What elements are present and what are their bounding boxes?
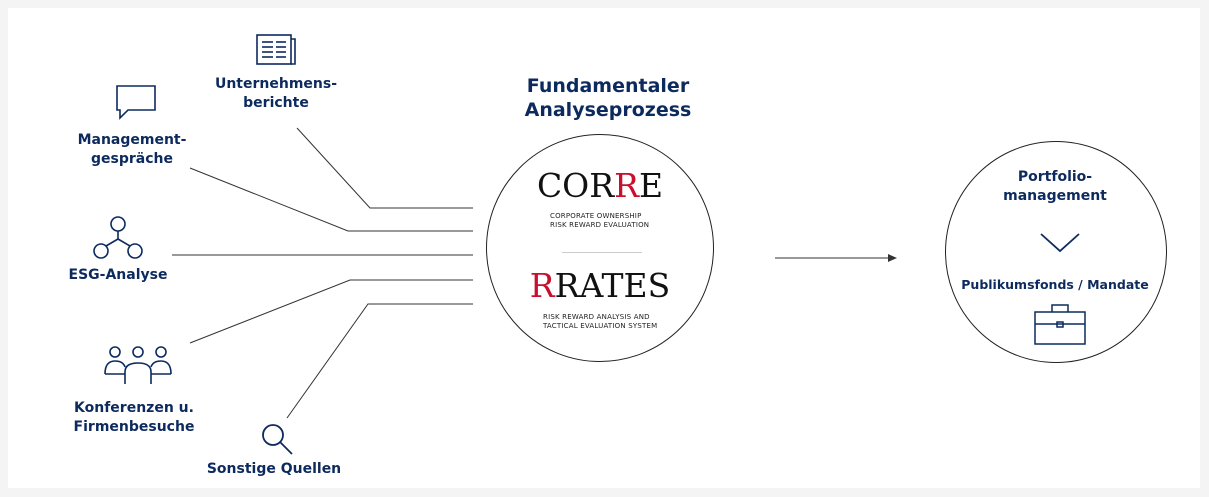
briefcase-icon — [1034, 304, 1086, 345]
line-berichte — [296, 127, 473, 209]
portfolio-heading-line-2: management — [1003, 188, 1107, 204]
label-berichte: Unternehmens- berichte — [206, 75, 346, 113]
rrates-logo-main: RATES — [554, 266, 671, 305]
label-management-line-2: gespräche — [91, 151, 173, 167]
corre-logo-red: R — [614, 166, 639, 205]
corre-logo: CORRE — [520, 168, 680, 204]
arrow-right-icon — [888, 254, 897, 262]
rrates-subtitle-line-1: RISK REWARD ANALYSIS AND — [543, 313, 650, 321]
portfolio-circle — [945, 141, 1167, 363]
esg-network-icon — [93, 216, 143, 259]
speech-bubble-icon — [116, 85, 156, 120]
label-berichte-line-2: berichte — [243, 95, 309, 111]
label-berichte-line-1: Unternehmens- — [214, 76, 338, 92]
title-line-2: Analyseprozess — [524, 99, 692, 121]
label-konferenzen-line-2: Firmenbesuche — [73, 419, 195, 435]
corre-subtitle-line-2: RISK REWARD EVALUATION — [550, 221, 650, 229]
title-line-1: Fundamentaler — [526, 75, 690, 97]
label-konferenzen-line-1: Konferenzen u. — [74, 400, 194, 416]
corre-logo-end: E — [638, 166, 664, 205]
label-management: Management- gespräche — [62, 131, 202, 169]
portfolio-subtitle: Publikumsfonds / Mandate — [961, 277, 1149, 292]
label-sonstige: Sonstige Quellen — [206, 461, 342, 477]
search-icon — [262, 424, 293, 455]
corre-logo-main: COR — [536, 166, 615, 205]
rrates-logo-red: R — [529, 266, 555, 305]
label-konferenzen: Konferenzen u. Firmenbesuche — [64, 399, 204, 437]
portfolio-heading: Portfolio- management — [995, 168, 1115, 206]
line-management — [189, 167, 473, 232]
diagram-title: Fundamentaler Analyseprozess — [503, 74, 713, 122]
portfolio-heading-line-1: Portfolio- — [1017, 169, 1093, 185]
chevron-down-icon — [1040, 233, 1080, 253]
label-esg: ESG-Analyse — [68, 267, 168, 283]
logo-divider — [562, 252, 642, 253]
corre-subtitle: CORPORATE OWNERSHIP RISK REWARD EVALUATI… — [550, 212, 649, 230]
analysis-circle — [486, 134, 714, 362]
rrates-logo: RRATES — [520, 268, 680, 304]
line-sonstige — [286, 303, 473, 419]
line-konferenzen — [189, 279, 473, 344]
people-icon — [104, 346, 172, 384]
rrates-subtitle: RISK REWARD ANALYSIS AND TACTICAL EVALUA… — [543, 313, 657, 331]
rrates-subtitle-line-2: TACTICAL EVALUATION SYSTEM — [543, 322, 658, 330]
corre-subtitle-line-1: CORPORATE OWNERSHIP — [550, 212, 642, 220]
document-icon — [256, 34, 296, 65]
label-management-line-1: Management- — [77, 132, 187, 148]
